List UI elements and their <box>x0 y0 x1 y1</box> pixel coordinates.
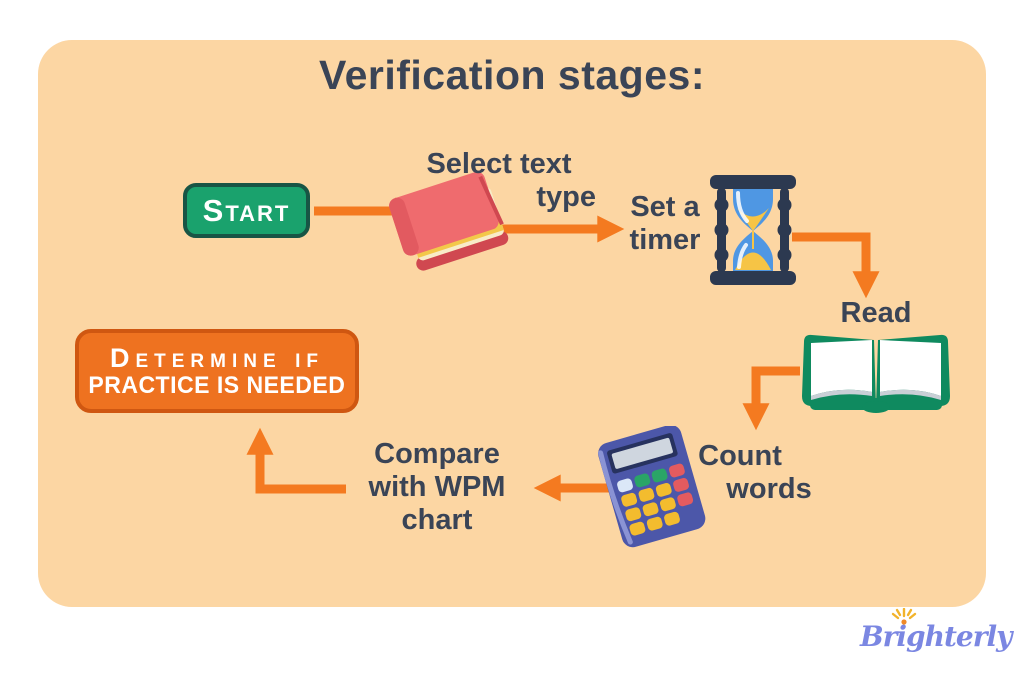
page-title: Verification stages: <box>319 52 705 98</box>
hourglass-icon <box>710 175 796 285</box>
arrow-timer-to-read <box>792 232 880 299</box>
calculator-icon <box>598 426 706 548</box>
logo-sparkle-icon <box>891 608 917 625</box>
compare-wpm-label: Compare with WPM chart <box>352 438 522 537</box>
count-words-line1: Count <box>698 440 782 472</box>
select-text-line2: type <box>536 181 596 213</box>
set-timer-line1: Set a <box>630 191 700 223</box>
start-label: Start <box>202 192 291 228</box>
count-words-label: Count words <box>688 440 828 506</box>
arrow-compare-to-determine <box>246 427 346 494</box>
set-timer-line2: timer <box>629 224 701 256</box>
start-node: Start <box>183 183 310 238</box>
read-text: Read <box>840 297 912 329</box>
count-words-line2: words <box>726 473 812 505</box>
compare-line2: with WPM <box>368 471 506 503</box>
read-label: Read <box>830 297 922 330</box>
determine-line1: Determine if <box>109 342 325 373</box>
determine-node: Determine if PRACTICE IS NEEDED <box>75 329 359 413</box>
open-book-icon <box>802 334 950 413</box>
select-text-type-label: Select text type <box>398 148 600 214</box>
compare-line1: Compare <box>374 438 500 470</box>
set-timer-label: Set a timer <box>620 191 710 257</box>
diagram-panel <box>38 40 986 607</box>
brand-logo: Brighterly <box>860 620 1012 653</box>
compare-line3: chart <box>401 504 473 536</box>
red-book-icon <box>389 171 509 271</box>
determine-line2: PRACTICE IS NEEDED <box>88 371 346 399</box>
arrow-read-to-count <box>742 366 800 431</box>
brand-name: Brighterly <box>860 620 1012 653</box>
select-text-line1: Select text <box>426 148 572 180</box>
